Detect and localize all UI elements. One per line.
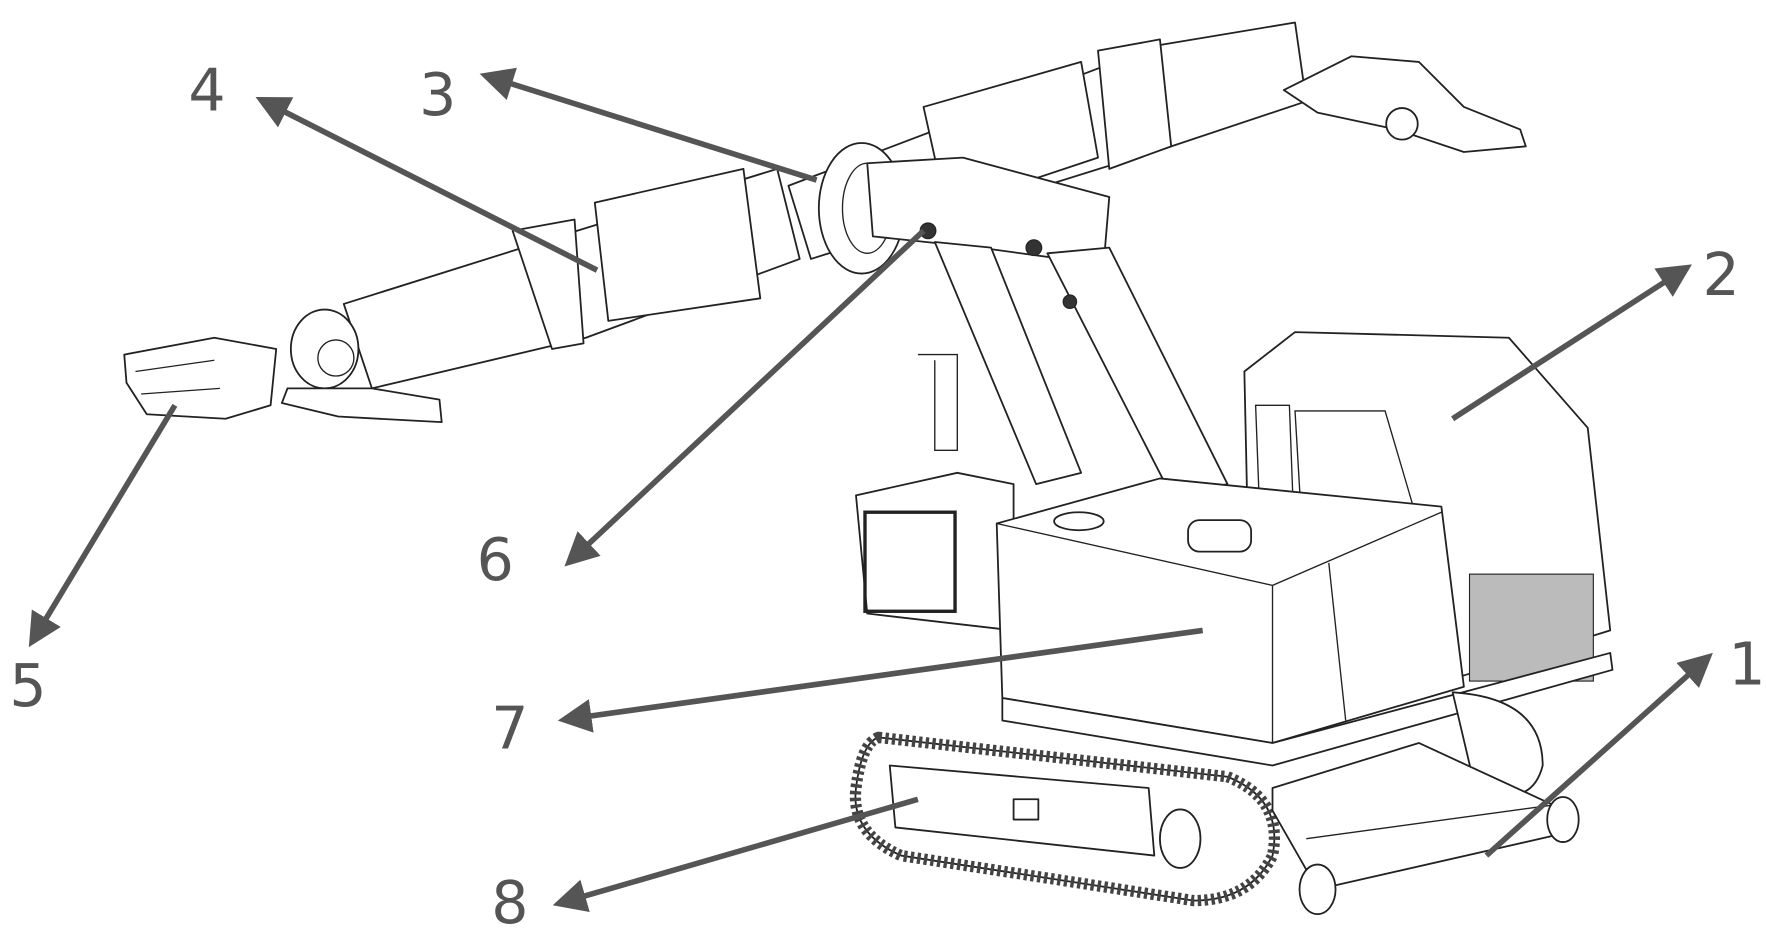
callout-3: 3 <box>419 61 456 129</box>
arrow-8 <box>569 799 918 900</box>
callout-2: 2 <box>1703 241 1740 309</box>
left-arm <box>282 169 800 422</box>
callout-1: 1 <box>1728 630 1765 698</box>
callout-7: 7 <box>491 695 528 763</box>
end-effector <box>124 338 276 419</box>
arrow-4 <box>271 105 597 270</box>
side-box <box>856 473 1014 631</box>
callout-6: 6 <box>477 526 514 594</box>
arrow-5 <box>38 405 175 632</box>
arrow-3 <box>496 79 817 180</box>
callout-4: 4 <box>188 56 225 124</box>
boom <box>819 143 1228 495</box>
callout-5: 5 <box>9 652 46 720</box>
callout-8: 8 <box>491 869 528 937</box>
